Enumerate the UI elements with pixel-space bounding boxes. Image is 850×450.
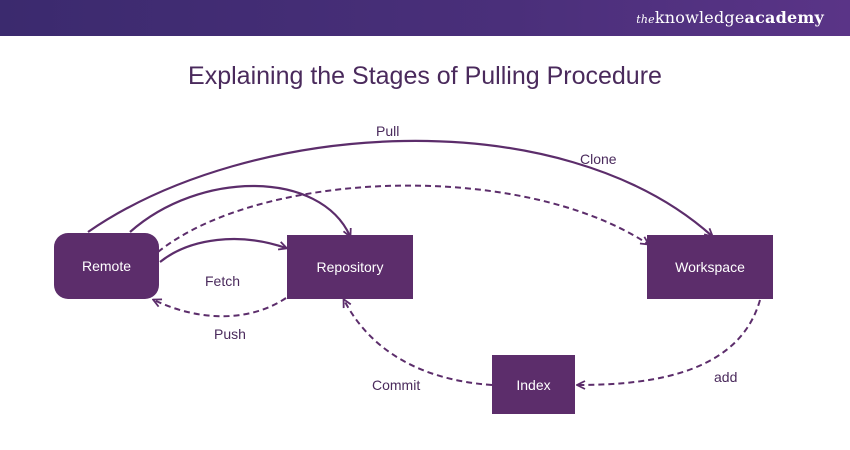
- edge-pull: [87, 139, 712, 236]
- node-repository-label: Repository: [316, 259, 384, 275]
- brand-logo: theknowledgeacademy: [636, 8, 824, 27]
- edge-push: [154, 297, 287, 318]
- edge-label-push: Push: [214, 326, 246, 342]
- header-bar: theknowledgeacademy: [0, 0, 850, 36]
- node-remote: Remote: [54, 233, 159, 299]
- edge-label-add: add: [714, 369, 738, 385]
- node-remote-label: Remote: [81, 258, 132, 274]
- edge-remote-to-repository: [129, 184, 350, 236]
- edge-fetch: [159, 238, 286, 263]
- edge-label-pull: Pull: [376, 123, 400, 139]
- node-repository: Repository: [287, 235, 413, 299]
- edge-clone: [157, 184, 648, 253]
- node-workspace-label: Workspace: [675, 259, 745, 275]
- node-workspace: Workspace: [647, 235, 773, 299]
- edge-label-clone: Clone: [580, 151, 617, 167]
- edge-label-commit: Commit: [372, 377, 421, 393]
- diagram-title: Explaining the Stages of Pulling Procedu…: [188, 62, 662, 90]
- node-index: Index: [492, 355, 575, 414]
- edge-commit: [344, 300, 493, 386]
- node-index-label: Index: [516, 376, 551, 393]
- edge-label-fetch: Fetch: [205, 273, 241, 289]
- edge-add: [578, 299, 761, 385]
